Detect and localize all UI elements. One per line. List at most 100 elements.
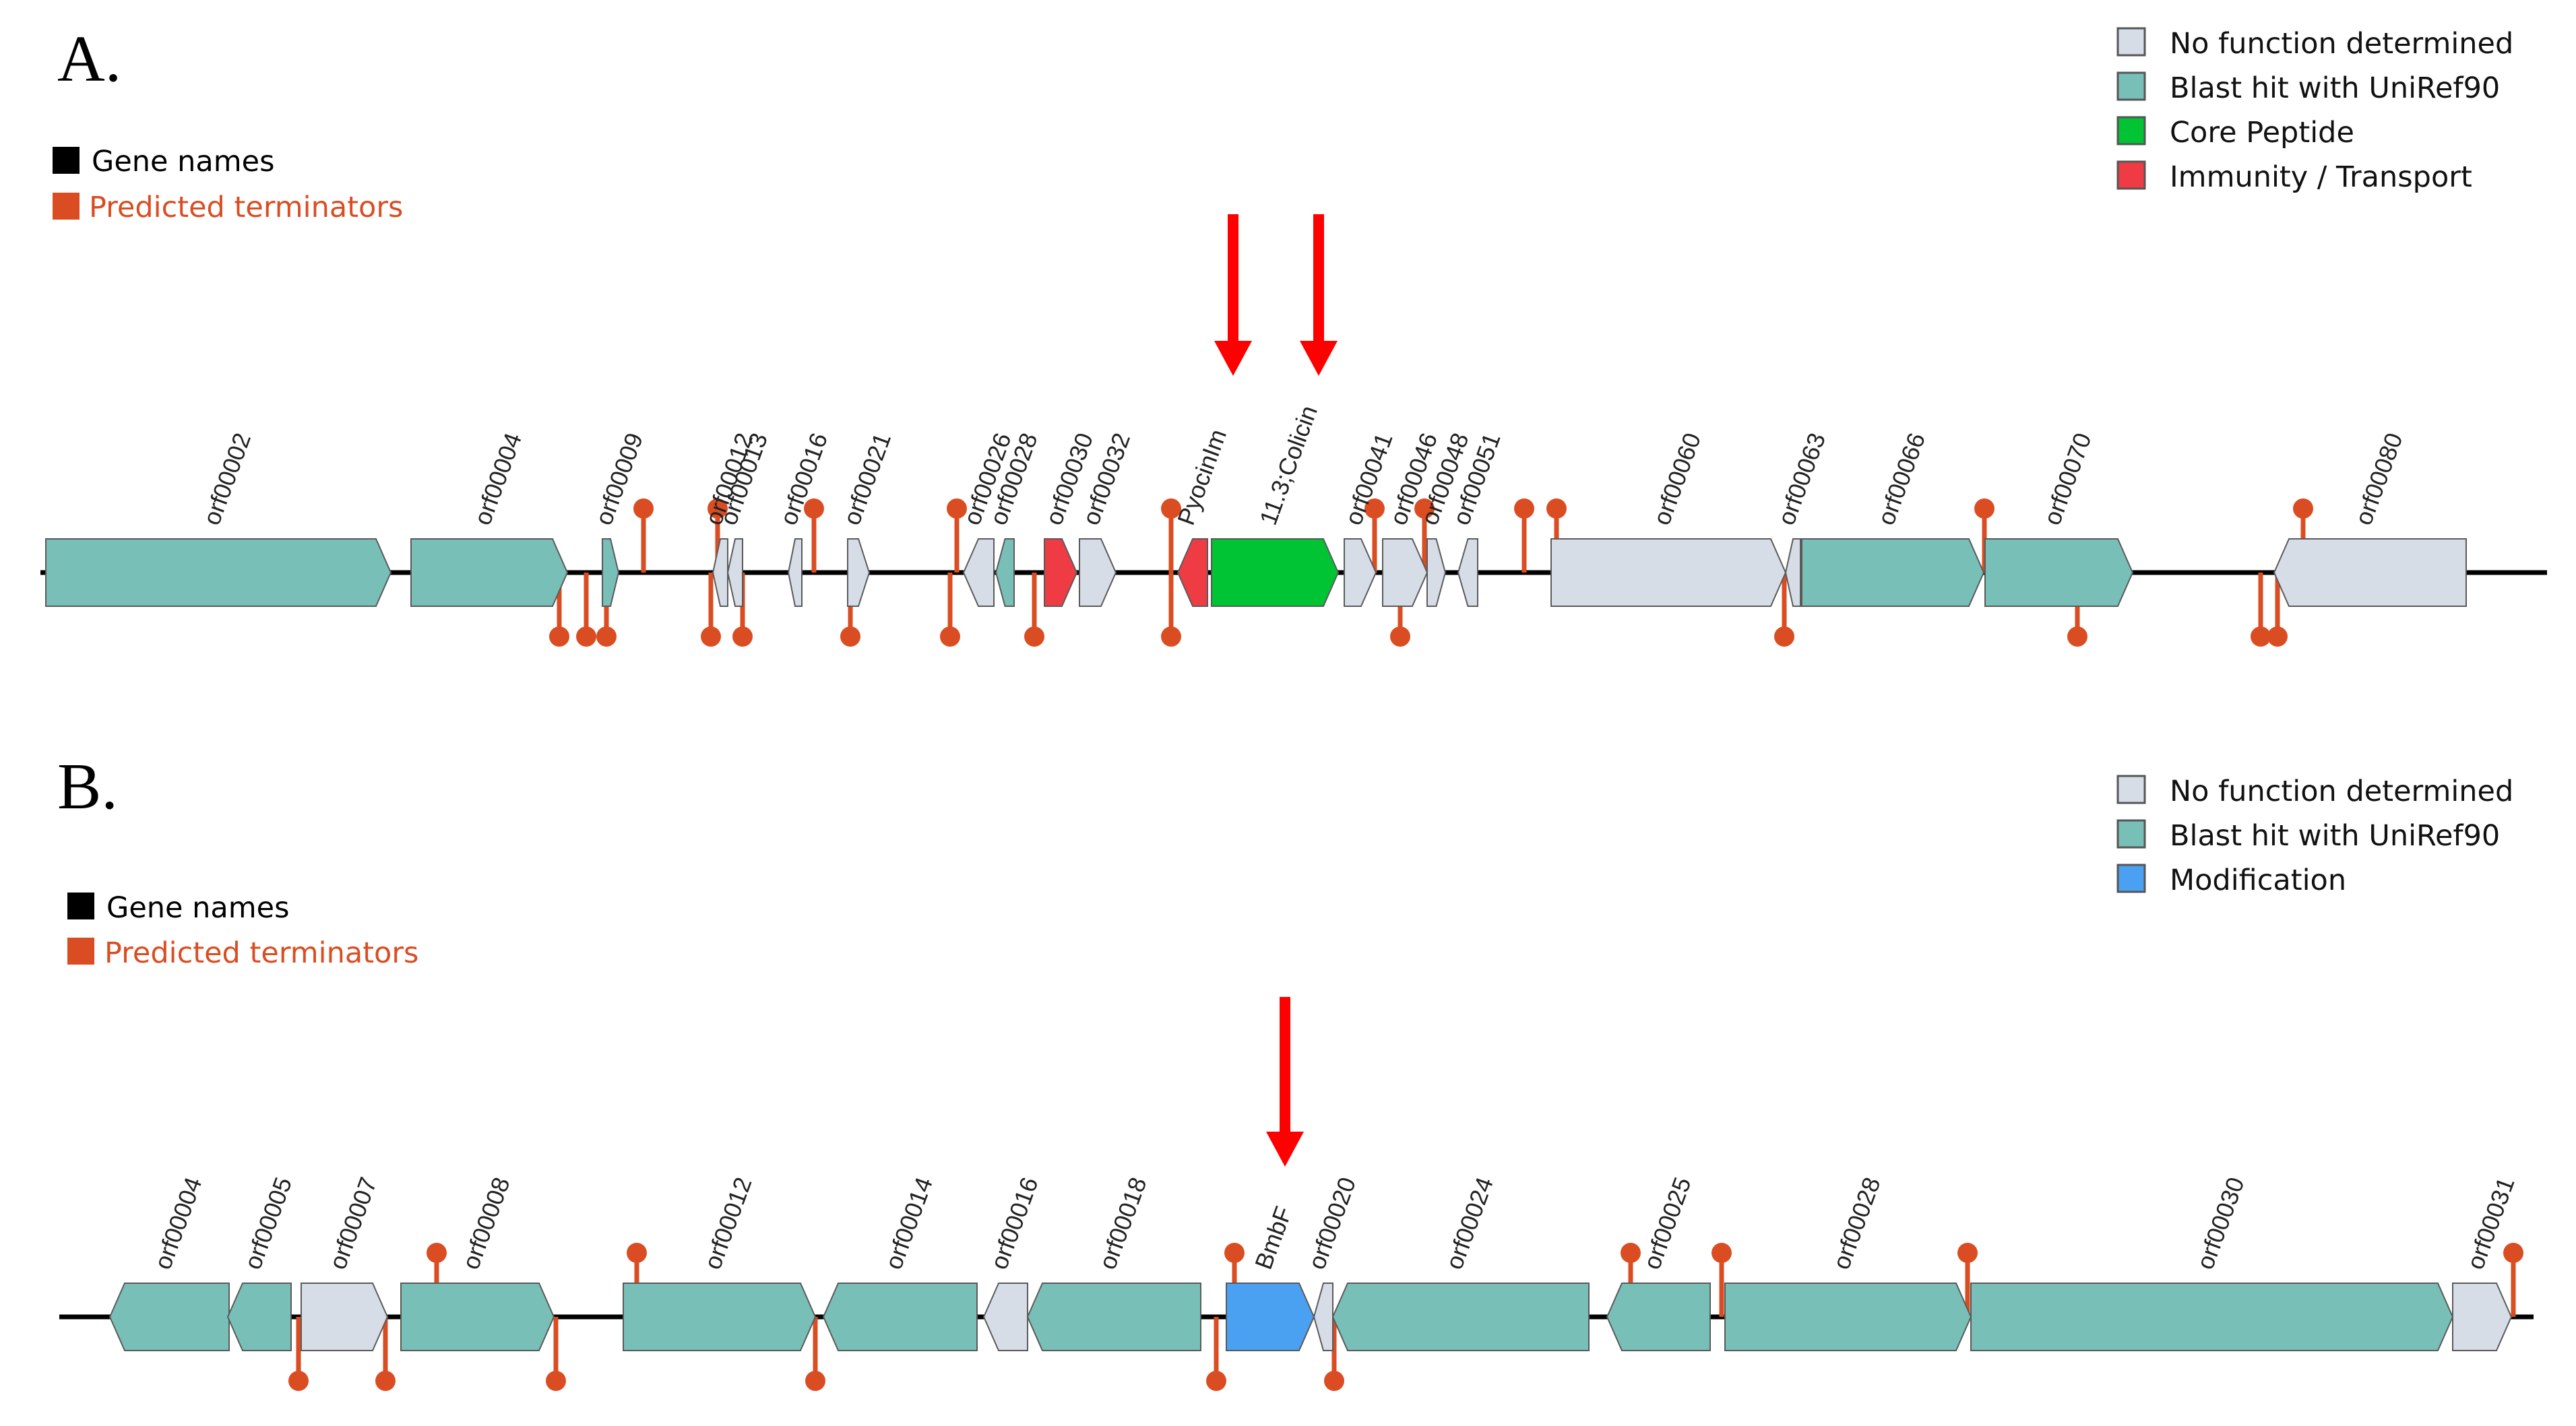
gene-label: orf00025 — [1637, 1173, 1696, 1273]
gene-arrow — [1344, 538, 1377, 607]
legend-gene-names-swatch — [67, 893, 94, 919]
legend-no-function-label: No function determined — [2170, 775, 2513, 808]
gene-arrow — [1079, 538, 1117, 607]
gene-arrow — [1426, 538, 1447, 607]
gene-label: orf00008 — [456, 1173, 515, 1273]
terminator-marker — [1161, 498, 1181, 573]
terminator-marker — [2267, 573, 2288, 647]
gene-label: orf00024 — [1440, 1173, 1499, 1273]
gene-arrow — [1606, 1283, 1711, 1351]
terminator-marker — [805, 1317, 825, 1391]
panel-a: A. Gene names Predicted terminators No f… — [40, 23, 2547, 647]
panel-a-arrows — [1214, 214, 1338, 376]
gene-arrow — [822, 1283, 978, 1351]
terminator-marker — [633, 498, 654, 573]
terminator-marker — [1711, 1243, 1732, 1317]
gene-arrow — [1044, 538, 1078, 607]
legend-no-function-swatch — [2116, 27, 2146, 57]
gene-arrow — [1382, 538, 1428, 607]
terminator-marker — [940, 573, 960, 647]
panel-b-left-legend: Gene names Predicted terminators — [67, 891, 418, 970]
gene-label: orf00007 — [323, 1173, 382, 1273]
gene-label: orf00060 — [1647, 429, 1706, 529]
legend-terminators-label: Predicted terminators — [104, 936, 418, 970]
gene-arrow — [45, 538, 392, 607]
gene-label: orf00018 — [1093, 1173, 1152, 1273]
gene-arrow — [1984, 538, 2134, 607]
gene-arrow — [1026, 1283, 1201, 1351]
legend-gene-names-label: Gene names — [92, 145, 275, 179]
legend-immunity-label: Immunity / Transport — [2170, 160, 2472, 194]
gene-arrow — [1211, 538, 1340, 607]
gene-arrow — [1226, 1283, 1315, 1351]
terminator-marker — [1514, 498, 1534, 573]
panel-b-arrows — [1266, 997, 1304, 1167]
gene-arrow — [726, 538, 743, 607]
terminator-marker — [1364, 498, 1385, 573]
terminator-marker — [1206, 1317, 1226, 1391]
panel-a-genes — [45, 538, 2467, 607]
gene-arrow — [847, 538, 871, 607]
gene-label: orf00016 — [984, 1173, 1043, 1273]
gene-arrow — [108, 1283, 230, 1351]
legend-blast-hit-swatch — [2116, 819, 2146, 849]
gene-label: orf00014 — [879, 1173, 938, 1273]
legend-core-peptide-swatch — [2116, 116, 2146, 145]
gene-arrow — [962, 538, 995, 607]
panel-a-right-legend: No function determined Blast hit with Un… — [2116, 27, 2513, 194]
legend-gene-names-label: Gene names — [106, 891, 290, 925]
terminator-marker — [546, 1317, 566, 1391]
terminator-marker — [804, 498, 824, 573]
gene-label: orf00066 — [1872, 429, 1930, 529]
gene-arrow — [1801, 538, 1985, 607]
gene-arrow — [602, 538, 620, 607]
gene-arrow — [1550, 538, 1787, 607]
panel-b-genes — [108, 1283, 2513, 1351]
highlight-arrow — [1266, 997, 1304, 1167]
gene-label: orf00020 — [1302, 1173, 1361, 1273]
gene-arrow — [226, 1283, 292, 1351]
legend-blast-hit-label: Blast hit with UniRef90 — [2170, 71, 2500, 105]
legend-terminators-swatch — [53, 193, 80, 220]
terminator-marker — [375, 1317, 396, 1391]
terminator-marker — [1024, 573, 1044, 647]
gene-label: 11.3;Colicin — [1254, 401, 1323, 528]
panel-b-letter: B. — [57, 750, 118, 823]
legend-modification-swatch — [2116, 864, 2146, 893]
legend-no-function-swatch — [2116, 775, 2146, 804]
gene-label: orf00016 — [774, 429, 833, 529]
gene-label: PyocinIm — [1172, 426, 1232, 529]
gene-label: orf00063 — [1772, 429, 1831, 529]
gene-label: orf00005 — [239, 1173, 297, 1273]
gene-label: orf00002 — [197, 429, 256, 529]
gene-arrow — [1970, 1283, 2454, 1351]
legend-modification-label: Modification — [2170, 864, 2346, 897]
legend-no-function-label: No function determined — [2170, 27, 2513, 61]
legend-blast-hit-label: Blast hit with UniRef90 — [2170, 819, 2500, 853]
terminator-marker — [1414, 498, 1435, 573]
gene-label: orf00012 — [698, 1173, 757, 1273]
gene-label: orf00028 — [1827, 1173, 1885, 1273]
legend-blast-hit-swatch — [2116, 71, 2146, 101]
gene-label: orf00021 — [838, 429, 896, 529]
gene-arrow — [712, 538, 728, 607]
gene-arrow — [1784, 538, 1801, 607]
gene-label: BmbF — [1249, 1202, 1297, 1272]
panel-b-right-legend: No function determined Blast hit with Un… — [2116, 775, 2513, 897]
legend-terminators-label: Predicted terminators — [89, 191, 403, 224]
gene-arrow — [2273, 538, 2467, 607]
panel-b: B. Gene names Predicted terminators No f… — [57, 750, 2534, 1391]
panel-a-left-legend: Gene names Predicted terminators — [53, 145, 403, 224]
highlight-arrow — [1300, 214, 1338, 376]
legend-core-peptide-label: Core Peptide — [2170, 116, 2354, 150]
terminator-marker — [2251, 573, 2271, 647]
legend-terminators-swatch — [67, 938, 94, 965]
gene-arrow — [1724, 1283, 1972, 1351]
gene-arrow — [1331, 1283, 1590, 1351]
terminator-marker — [2503, 1243, 2523, 1317]
gene-arrow — [400, 1283, 555, 1351]
terminator-marker — [1957, 1243, 1978, 1317]
